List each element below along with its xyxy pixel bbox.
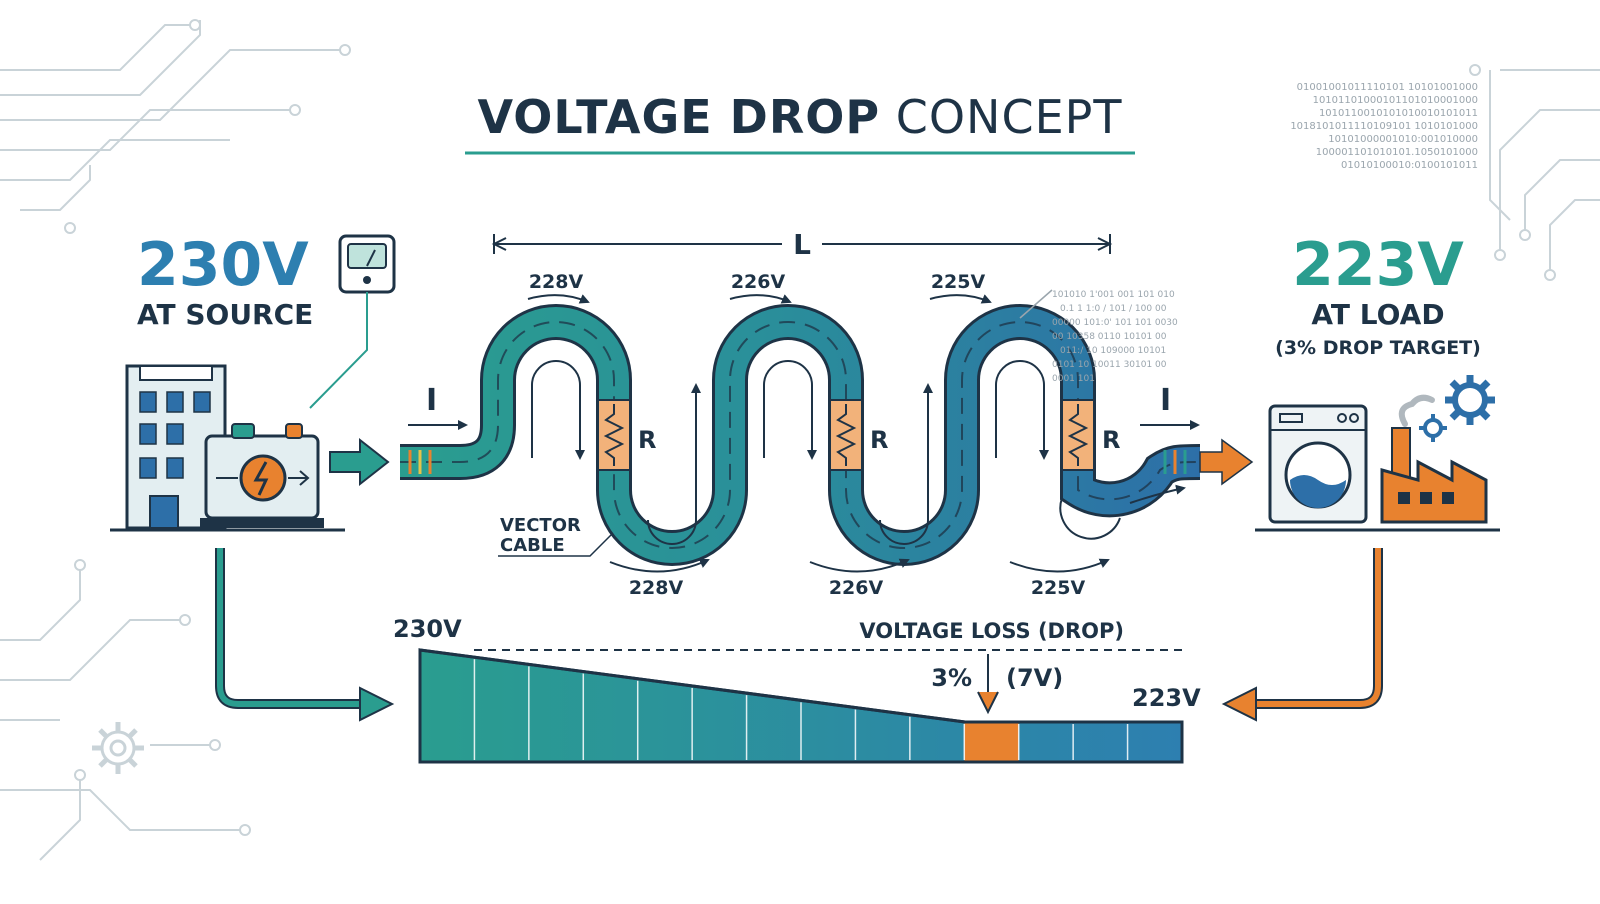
code-line: 011:/ 10 109000 10101 [1060, 346, 1166, 356]
load-to-chart-arrow [1252, 548, 1383, 709]
cable-label-line1: VECTOR [500, 515, 581, 536]
code-line: 00 10358 0110 10101 00 [1052, 332, 1167, 342]
current-flow-arrows [527, 294, 1186, 573]
binary-line: 100001101010101.1050101000 [1316, 147, 1478, 158]
drop-percent-label: 3% [931, 664, 972, 692]
washing-machine-icon [1268, 404, 1368, 524]
drop-arrow [977, 654, 999, 715]
resistance-label: R [870, 426, 888, 454]
load-label: AT LOAD [1311, 298, 1444, 331]
binary-text-block: 01001001011110101 10101001000 1010110100… [1290, 82, 1478, 171]
cable-label-line2: CABLE [500, 535, 565, 556]
cable-voltage-top: 225V [931, 271, 986, 293]
meter-leader-line [309, 292, 368, 409]
code-leader-line [1019, 289, 1053, 319]
gear-icon [1419, 414, 1447, 442]
binary-line: 01010100010:0100101011 [1341, 160, 1478, 171]
voltmeter-icon [338, 234, 396, 294]
code-line: 00000 101:0' 101 101 0030 [1052, 318, 1178, 328]
binary-line: 10101101000101101010001000 [1313, 95, 1478, 106]
code-line: 0.1 1 1:0 / 101 / 100 00 [1060, 304, 1167, 314]
source-arrow [329, 437, 390, 487]
cable-voltage-bottom: 225V [1031, 577, 1086, 599]
resistor-icon [597, 399, 1095, 471]
resistance-label: R [638, 426, 656, 454]
source-voltage: 230V [137, 230, 309, 300]
svg-text:VOLTAGE DROP CONCEPT: VOLTAGE DROP CONCEPT [477, 90, 1122, 144]
chart-end-label: 223V [1132, 684, 1201, 712]
drop-volts-label: (7V) [1006, 664, 1063, 692]
cable-voltage-bottom: 226V [829, 577, 884, 599]
vector-cable [400, 304, 1201, 566]
drop-bar-outline [418, 648, 1184, 764]
code-line: 0001 101 [1052, 374, 1095, 384]
source-label: AT SOURCE [137, 298, 313, 331]
length-dimension: L [491, 228, 1113, 261]
cable-voltage-top: 228V [529, 271, 584, 293]
length-label: L [793, 228, 811, 261]
voltage-loss-label: VOLTAGE LOSS (DROP) [859, 619, 1124, 643]
binary-line: 10101000001010:001010000 [1328, 134, 1478, 145]
cable-voltage-bottom: 228V [629, 577, 684, 599]
cable-voltage-top: 226V [731, 271, 786, 293]
factory-icon [1380, 394, 1488, 524]
code-line: 0101 10 10011 30101 00 [1052, 360, 1167, 370]
title-light: CONCEPT [896, 90, 1123, 144]
voltage-drop-chart [418, 648, 1184, 764]
output-arrow [1199, 438, 1254, 486]
drop-segment-highlight [964, 722, 1019, 762]
resistance-label: R [1102, 426, 1120, 454]
code-snippet-block: 101010 1'001 001 101 010 0.1 1 1:0 / 101… [1052, 290, 1178, 384]
gear-icon [92, 722, 144, 774]
load-voltage: 223V [1292, 230, 1464, 300]
chart-start-label: 230V [393, 615, 462, 643]
building-icon [125, 364, 227, 530]
binary-line: 1010110010101010010101011 [1319, 108, 1478, 119]
binary-line: 01001001011110101 10101001000 [1297, 82, 1478, 93]
load-note: (3% DROP TARGET) [1275, 337, 1481, 359]
cable-end-stripes [408, 450, 1187, 474]
current-label-input: I [426, 383, 437, 418]
circuit-traces-decoration [0, 19, 1600, 861]
generator-icon [200, 423, 324, 528]
cable-label-leader [498, 533, 613, 557]
code-line: 101010 1'001 001 101 010 [1052, 290, 1175, 300]
title-bold: VOLTAGE DROP [477, 90, 880, 144]
binary-line: 1018101011110109101 1010101000 [1290, 121, 1478, 132]
source-to-chart-arrow [215, 548, 364, 709]
current-label-output: I [1160, 383, 1171, 418]
gear-icon [1445, 375, 1495, 425]
page-title: VOLTAGE DROP CONCEPT [465, 90, 1135, 155]
